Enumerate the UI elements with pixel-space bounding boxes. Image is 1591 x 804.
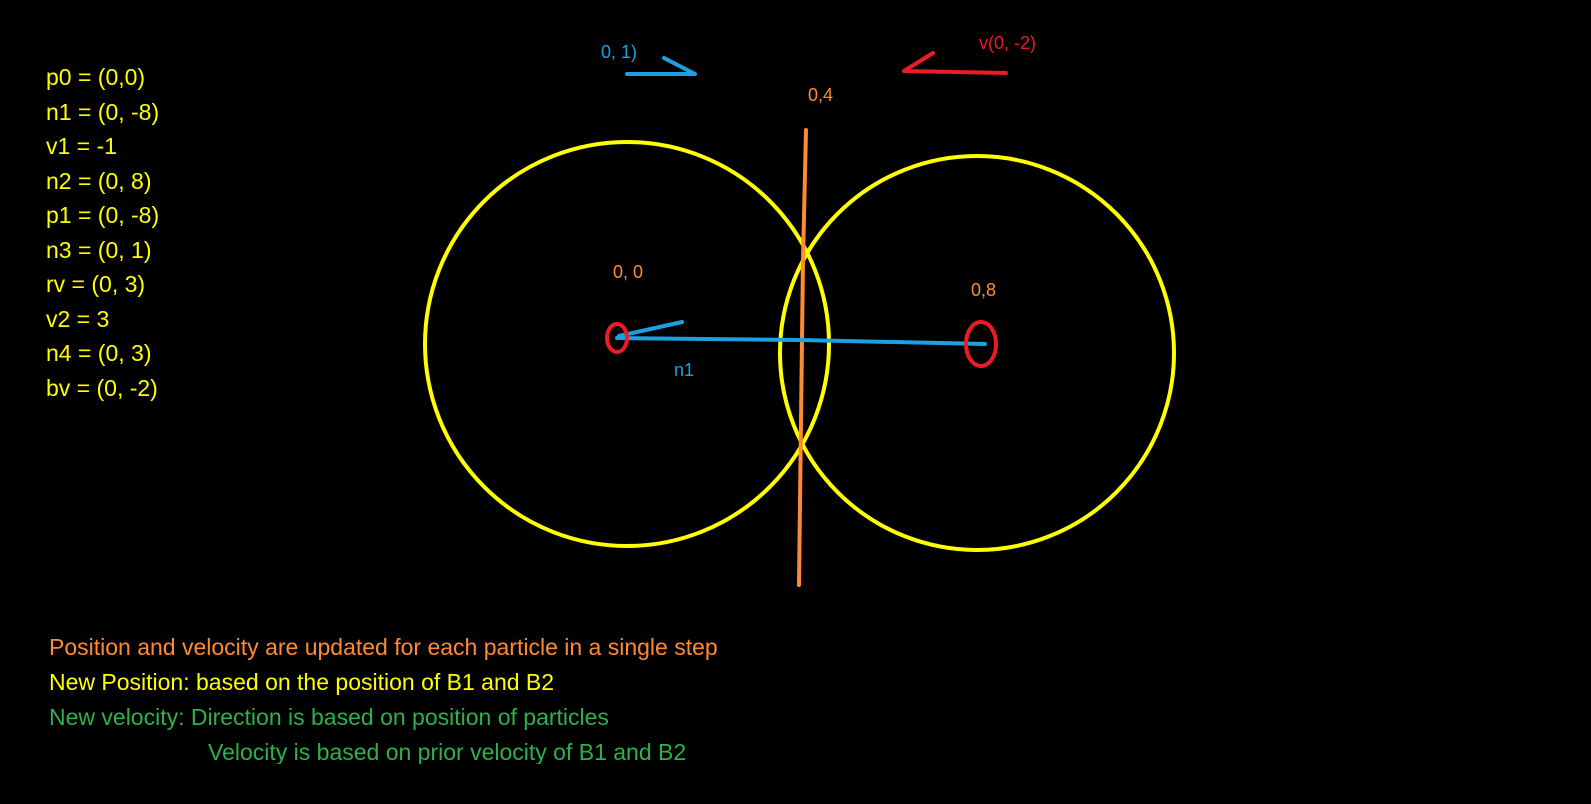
variable-n3: n3 = (0, 1) — [46, 236, 152, 263]
particle-circle-left — [423, 140, 831, 548]
left-center-label: 0, 0 — [613, 262, 643, 282]
blue-vector-label: 0, 1) — [601, 42, 637, 62]
right-center-label: 0,8 — [971, 280, 996, 300]
variable-p1: p1 = (0, -8) — [46, 202, 160, 228]
particle-circle-right — [778, 154, 1176, 552]
variable-v2: v2 = 3 — [46, 305, 110, 332]
normal-vector-tick — [617, 320, 684, 338]
red-vector-label: v(0, -2) — [979, 33, 1036, 53]
note-update-step: Position and velocity are updated for ea… — [49, 634, 718, 660]
orange-line-label: 0,4 — [808, 85, 833, 105]
variable-n4: n4 = (0, 3) — [46, 340, 152, 366]
center-marker-left — [605, 322, 629, 354]
variable-n2: n2 = (0, 8) — [46, 167, 152, 194]
note-new-velocity: New velocity: Direction is based on posi… — [49, 704, 609, 730]
note-new-position: New Position: based on the position of B… — [49, 669, 555, 695]
blue-velocity-arrow — [625, 56, 697, 76]
note-velocity-basis: Velocity is based on prior velocity of B… — [208, 739, 687, 764]
separation-line — [797, 128, 808, 587]
center-marker-right — [964, 320, 998, 368]
variable-rv: rv = (0, 3) — [46, 271, 146, 297]
normal-vector-line — [615, 336, 987, 346]
variable-v1: v1 = -1 — [46, 133, 117, 159]
variable-n1: n1 = (0, -8) — [46, 98, 160, 125]
red-velocity-arrow — [902, 51, 1008, 75]
variable-list: p0 = (0,0) n1 = (0, -8) v1 = -1 n2 = (0,… — [46, 60, 159, 405]
normal-label: n1 — [674, 360, 694, 380]
variable-p0: p0 = (0,0) — [46, 64, 146, 90]
variable-bv: bv = (0, -2) — [46, 374, 158, 401]
notes-block: Position and velocity are updated for ea… — [49, 630, 718, 764]
